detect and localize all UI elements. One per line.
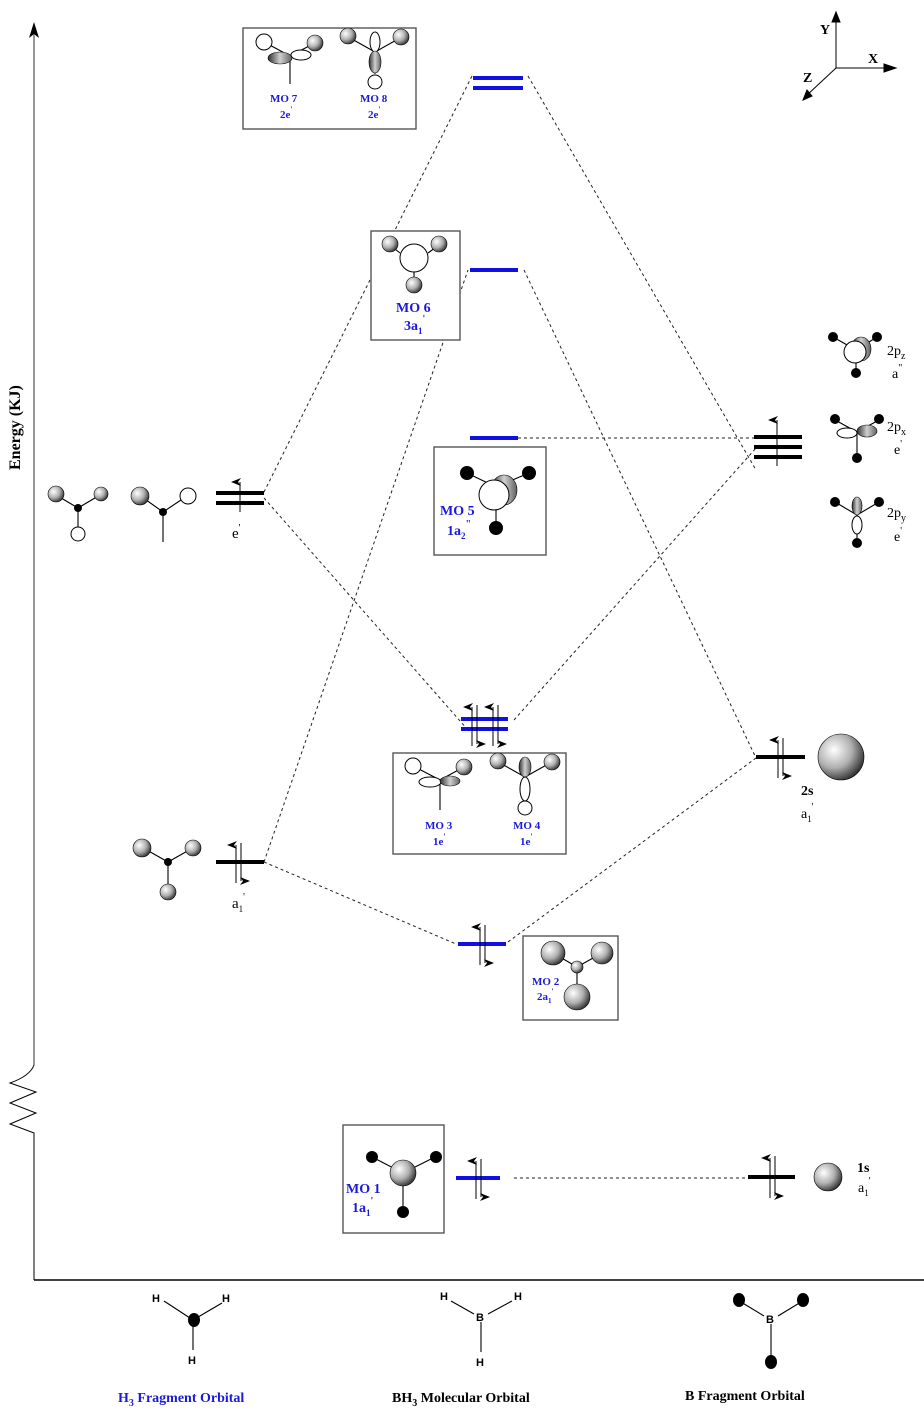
axis-arrow-icon — [29, 22, 39, 38]
mo-3-drawing — [404, 757, 473, 810]
mo-5-group: MO 5 1a2" — [433, 436, 547, 556]
b-column-caption: B Fragment Orbital — [685, 1389, 805, 1404]
mo-1-symmetry: 1a1' — [352, 1196, 374, 1218]
h3-structure: H H H — [152, 1293, 230, 1367]
mo-8-symmetry: 2e' — [368, 105, 381, 121]
b-2pz-symmetry: a" — [892, 363, 902, 382]
corr-mo6-to-2s — [523, 269, 757, 759]
mo-2-symmetry: 2a1' — [537, 987, 554, 1005]
h-sphere-icon — [132, 838, 152, 858]
mo-3-symmetry: 1e' — [433, 832, 446, 848]
mo-7-drawing — [255, 33, 324, 84]
mo-6-group: MO 6 3a1' — [370, 230, 518, 341]
h-atom-label: H — [152, 1293, 160, 1305]
h-atom-label: H — [514, 1291, 522, 1303]
b-1s-sphere-icon — [813, 1162, 843, 1192]
b-2py-label: 2py — [887, 506, 906, 524]
mo-5-symmetry: 1a2" — [447, 519, 471, 541]
y-label: Y — [820, 23, 830, 38]
h3-a1-prime-group: a1' — [132, 838, 264, 914]
b-2py-orbital: 2py e' — [830, 496, 906, 548]
h-sphere-icon — [93, 486, 109, 502]
corr-mo34-to-2p — [513, 447, 757, 721]
h-sphere-icon — [159, 883, 177, 901]
p-orbital-front-lobe-icon — [478, 479, 510, 511]
mo-1-group: MO 1 1a1' — [342, 1124, 500, 1234]
mo-4-label: MO 4 — [513, 820, 541, 832]
h3-e-orbital-2 — [130, 486, 197, 542]
mo-7-8-group: MO 7 2e' MO 8 2e' — [242, 27, 523, 130]
b-2s-label: 2s — [801, 784, 814, 799]
h3-a1-label: a1' — [232, 892, 245, 914]
h-sphere-icon — [130, 486, 150, 506]
b-2s-sphere-icon — [817, 733, 865, 781]
mo-3-label: MO 3 — [425, 820, 453, 832]
h-sphere-icon — [184, 839, 202, 857]
h-open-circle-icon — [179, 487, 197, 505]
b-2pz-orbital: 2pz a" — [828, 332, 906, 382]
bh3-structure: B H H H — [440, 1291, 522, 1369]
b-s-orbital-icon — [399, 243, 429, 273]
b-2pz-label: 2pz — [887, 344, 906, 362]
energy-axis: Energy (KJ) — [7, 22, 924, 1281]
b-1s-symmetry: a1' — [858, 1176, 871, 1198]
mo-7-label: MO 7 — [270, 93, 298, 105]
mo-8-drawing — [339, 27, 410, 90]
b-atom-label: B — [476, 1312, 484, 1324]
correlation-lines — [263, 75, 757, 1179]
z-axis-vector — [805, 67, 837, 97]
b-2s-symmetry: a1' — [801, 802, 814, 824]
mo-2-label: MO 2 — [532, 976, 560, 988]
h3-e-prime-group: e' — [47, 478, 264, 542]
z-label: Z — [803, 71, 812, 86]
y-arrow-icon — [831, 10, 841, 23]
b-atom-label: B — [766, 1314, 774, 1326]
b-2s-group: 2s a1' — [756, 733, 865, 824]
energy-axis-label: Energy (KJ) — [7, 385, 24, 470]
mo-8-label: MO 8 — [360, 93, 388, 105]
b-2py-symmetry: e' — [894, 526, 902, 545]
h-open-circle-icon — [70, 526, 86, 542]
corr-a1-to-mo2 — [263, 861, 457, 945]
mo-7-symmetry: 2e' — [280, 105, 293, 121]
h-atom-label: H — [222, 1293, 230, 1305]
h3-column-caption: H3 Fragment Orbital — [118, 1391, 244, 1409]
mo-6-label: MO 6 — [396, 301, 431, 316]
x-arrow-icon — [883, 63, 898, 73]
b-2px-orbital: 2px e' — [830, 414, 906, 463]
bh3-column-caption: BH3 Molecular Orbital — [392, 1391, 530, 1409]
h3-e-label: e' — [232, 523, 241, 542]
b-structure: B — [733, 1293, 809, 1369]
axis-break-zigzag-icon — [8, 1064, 38, 1280]
mo-1-label: MO 1 — [346, 1182, 381, 1197]
corr-a1-to-mo6 — [263, 269, 469, 863]
b-2px-label: 2px — [887, 420, 906, 438]
h-atom-label: H — [440, 1291, 448, 1303]
h-atom-label: H — [476, 1357, 484, 1369]
coordinate-axes: Y X Z — [802, 10, 898, 101]
b-1s-sphere-icon — [389, 1159, 417, 1187]
h3-e-orbital-1 — [47, 485, 109, 542]
b-2p-group: 2pz a" 2px e' 2py e' — [754, 332, 906, 548]
x-label: X — [868, 52, 878, 67]
h-sphere-icon — [47, 485, 65, 503]
mo-4-drawing — [489, 752, 561, 816]
b-1s-label: 1s — [857, 1161, 870, 1176]
b-2px-symmetry: e' — [894, 439, 902, 458]
mo-6-symmetry: 3a1' — [404, 314, 426, 336]
mo-5-label: MO 5 — [440, 504, 475, 519]
b-1s-group: 1s a1' — [748, 1154, 871, 1200]
mo-2-group: MO 2 2a1' — [458, 923, 619, 1021]
mo-3-4-group: MO 3 1e' MO 4 1e' — [392, 703, 567, 855]
h-atom-label: H — [188, 1355, 196, 1367]
mo-4-symmetry: 1e' — [520, 832, 533, 848]
corr-mo78-to-2p — [527, 75, 757, 471]
z-arrow-icon — [802, 89, 813, 101]
